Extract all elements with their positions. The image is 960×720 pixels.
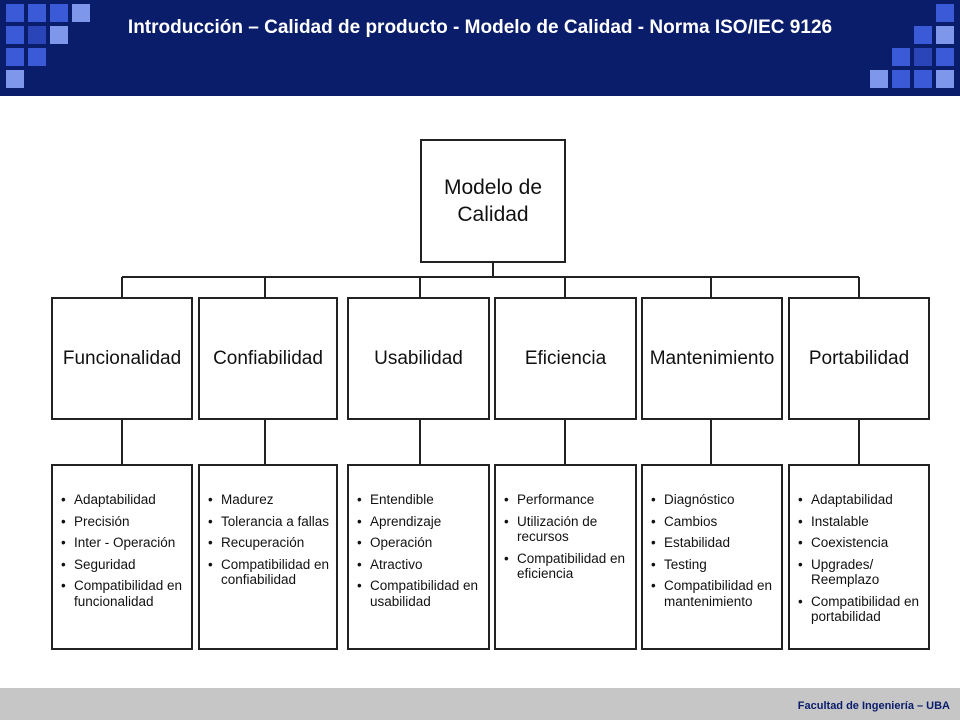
list-item: Performance xyxy=(504,492,631,508)
footer-text: Facultad de Ingeniería – UBA xyxy=(797,700,950,712)
list-item: Operación xyxy=(357,535,484,551)
category-label: Portabilidad xyxy=(808,347,910,369)
list-item: Compatibilidad en confiabilidad xyxy=(208,557,332,588)
decor-square xyxy=(914,70,932,88)
decor-square xyxy=(50,4,68,22)
list-item: Tolerancia a fallas xyxy=(208,514,332,530)
decor-square xyxy=(914,26,932,44)
category-funcionalidad: Funcionalidad xyxy=(51,297,193,420)
list-item: Seguridad xyxy=(61,557,187,573)
decor-square xyxy=(28,48,46,66)
subcharacteristics-funcionalidad: Adaptabilidad Precisión Inter - Operació… xyxy=(51,464,193,650)
slide-header: Introducción – Calidad de producto - Mod… xyxy=(0,0,960,96)
list-item: Madurez xyxy=(208,492,332,508)
decor-square xyxy=(28,4,46,22)
subcharacteristics-mantenimiento: Diagnóstico Cambios Estabilidad Testing … xyxy=(641,464,783,650)
list-item: Instalable xyxy=(798,514,924,530)
subcharacteristics-eficiencia: Performance Utilización de recursos Comp… xyxy=(494,464,637,650)
list-item: Diagnóstico xyxy=(651,492,777,508)
list-item: Compatibilidad en funcionalidad xyxy=(61,578,187,609)
subcharacteristic-list: Entendible Aprendizaje Operación Atracti… xyxy=(357,492,484,609)
decor-square xyxy=(50,26,68,44)
category-label: Mantenimiento xyxy=(649,347,775,369)
decor-square xyxy=(72,4,90,22)
list-item: Upgrades/ Reemplazo xyxy=(798,557,924,588)
subcharacteristic-list: Diagnóstico Cambios Estabilidad Testing … xyxy=(651,492,777,609)
decor-square xyxy=(914,48,932,66)
list-item: Utilización de recursos xyxy=(504,514,631,545)
subcharacteristics-portabilidad: Adaptabilidad Instalable Coexistencia Up… xyxy=(788,464,930,650)
list-item: Adaptabilidad xyxy=(61,492,187,508)
list-item: Testing xyxy=(651,557,777,573)
category-mantenimiento: Mantenimiento xyxy=(641,297,783,420)
slide-footer: Facultad de Ingeniería – UBA xyxy=(0,688,960,720)
subcharacteristic-list: Performance Utilización de recursos Comp… xyxy=(504,492,631,582)
list-item: Compatibilidad en portabilidad xyxy=(798,594,924,625)
list-item: Precisión xyxy=(61,514,187,530)
category-eficiencia: Eficiencia xyxy=(494,297,637,420)
list-item: Estabilidad xyxy=(651,535,777,551)
decor-square xyxy=(6,70,24,88)
decor-square xyxy=(936,4,954,22)
category-portabilidad: Portabilidad xyxy=(788,297,930,420)
root-node: Modelo de Calidad xyxy=(420,139,566,263)
category-label: Funcionalidad xyxy=(62,347,182,369)
decor-square xyxy=(892,48,910,66)
list-item: Adaptabilidad xyxy=(798,492,924,508)
subcharacteristic-list: Adaptabilidad Precisión Inter - Operació… xyxy=(61,492,187,609)
decor-square xyxy=(6,4,24,22)
decor-square xyxy=(6,48,24,66)
list-item: Aprendizaje xyxy=(357,514,484,530)
decor-square xyxy=(6,26,24,44)
subcharacteristics-usabilidad: Entendible Aprendizaje Operación Atracti… xyxy=(347,464,490,650)
category-confiabilidad: Confiabilidad xyxy=(198,297,338,420)
category-usabilidad: Usabilidad xyxy=(347,297,490,420)
root-label: Modelo de Calidad xyxy=(443,176,543,226)
decor-square xyxy=(936,70,954,88)
subcharacteristics-confiabilidad: Madurez Tolerancia a fallas Recuperación… xyxy=(198,464,338,650)
subcharacteristic-list: Madurez Tolerancia a fallas Recuperación… xyxy=(208,492,332,588)
subcharacteristic-list: Adaptabilidad Instalable Coexistencia Up… xyxy=(798,492,924,625)
category-label: Usabilidad xyxy=(374,347,463,369)
decor-square xyxy=(936,26,954,44)
list-item: Cambios xyxy=(651,514,777,530)
list-item: Compatibilidad en usabilidad xyxy=(357,578,484,609)
category-label: Confiabilidad xyxy=(213,347,323,369)
list-item: Atractivo xyxy=(357,557,484,573)
category-label: Eficiencia xyxy=(524,347,607,369)
decor-square xyxy=(28,26,46,44)
list-item: Entendible xyxy=(357,492,484,508)
decor-square xyxy=(870,70,888,88)
list-item: Inter - Operación xyxy=(61,535,187,551)
list-item: Compatibilidad en mantenimiento xyxy=(651,578,777,609)
list-item: Compatibilidad en eficiencia xyxy=(504,551,631,582)
slide-title: Introducción – Calidad de producto - Mod… xyxy=(127,17,833,38)
list-item: Recuperación xyxy=(208,535,332,551)
decor-square xyxy=(936,48,954,66)
list-item: Coexistencia xyxy=(798,535,924,551)
decor-square xyxy=(892,70,910,88)
